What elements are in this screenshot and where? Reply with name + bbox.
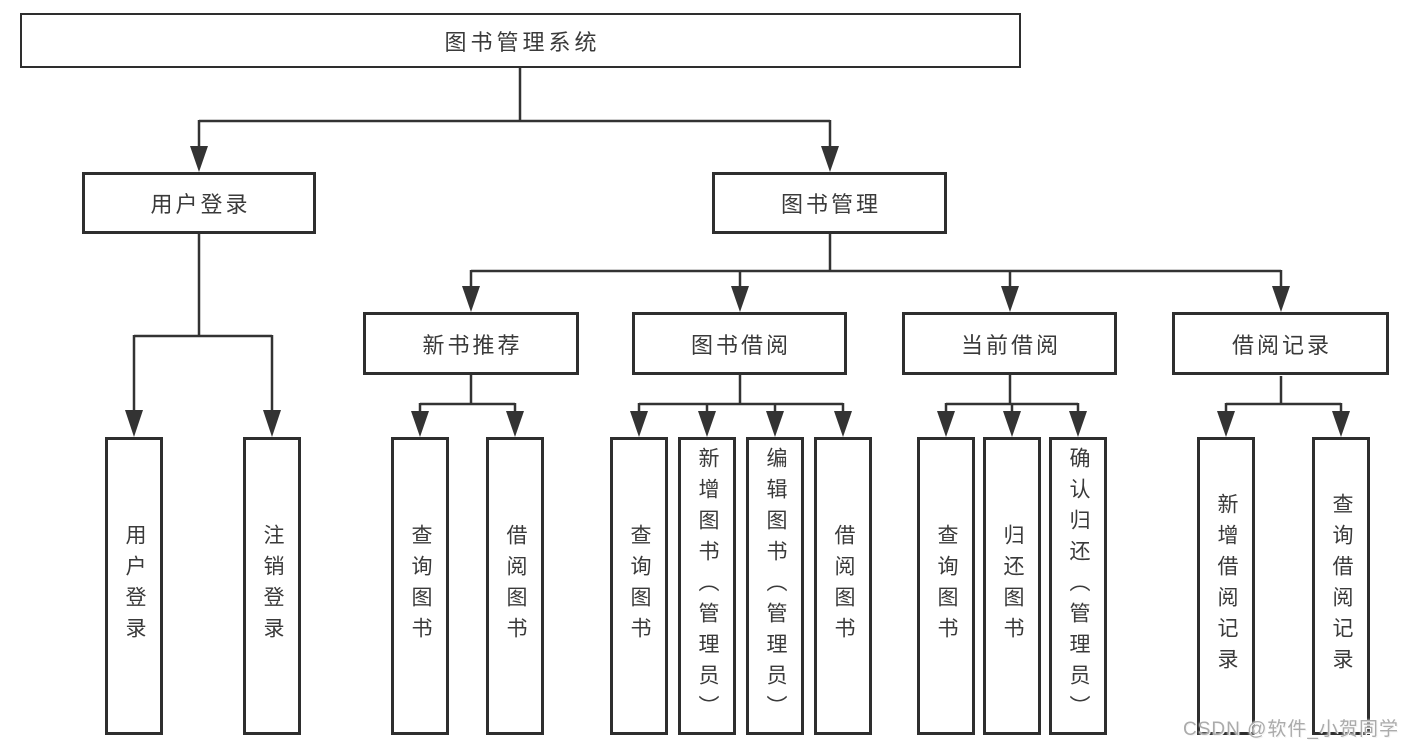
connector-root-to-level2 (190, 67, 839, 172)
connector-user-login-to-leaves (125, 234, 281, 437)
node-book-management: 图书管理 (712, 172, 947, 234)
node-book-borrow: 图书借阅 (632, 312, 847, 375)
leaf-query-borrow-record: 查询借阅记录 (1312, 437, 1370, 735)
leaf-query-books-newbook: 查询图书 (391, 437, 449, 735)
leaf-user-login: 用户登录 (105, 437, 163, 735)
leaf-confirm-return-admin: 确认归还（管理员） (1049, 437, 1107, 735)
leaf-query-books-borrow: 查询图书 (610, 437, 668, 735)
leaf-query-books-current: 查询图书 (917, 437, 975, 735)
connector-book-management-to-level3 (462, 234, 1290, 312)
node-new-book-recommend: 新书推荐 (363, 312, 579, 375)
leaf-add-borrow-record: 新增借阅记录 (1197, 437, 1255, 735)
leaf-edit-book-admin: 编辑图书（管理员） (746, 437, 804, 735)
node-current-borrow: 当前借阅 (902, 312, 1117, 375)
connector-new-book-to-leaves (411, 375, 524, 437)
node-borrow-records: 借阅记录 (1172, 312, 1389, 375)
node-user-login: 用户登录 (82, 172, 316, 234)
leaf-add-book-admin: 新增图书（管理员） (678, 437, 736, 735)
leaf-logout: 注销登录 (243, 437, 301, 735)
connector-book-borrow-to-leaves (630, 375, 852, 437)
node-root: 图书管理系统 (20, 13, 1021, 68)
connector-current-borrow-to-leaves (937, 375, 1087, 437)
watermark: CSDN @软件_小贺同学 (1183, 719, 1399, 740)
connector-borrow-records-to-leaves (1217, 376, 1350, 437)
leaf-borrow-books: 借阅图书 (814, 437, 872, 735)
leaf-return-book: 归还图书 (983, 437, 1041, 735)
leaf-borrow-books-newbook: 借阅图书 (486, 437, 544, 735)
